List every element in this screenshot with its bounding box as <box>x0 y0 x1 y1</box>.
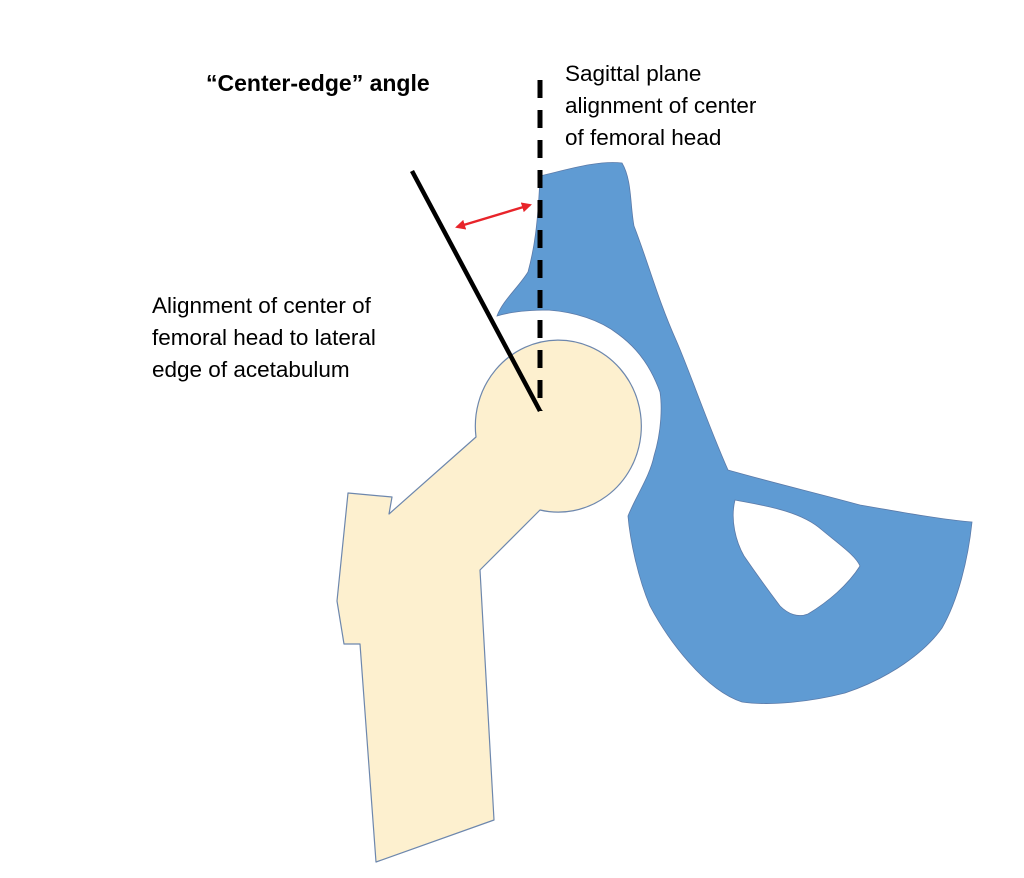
sagittal-plane-label: Sagittal plane alignment of center of fe… <box>565 58 756 154</box>
angle-arrow <box>455 202 532 230</box>
sagittal-label-line: alignment of center <box>565 93 757 118</box>
alignment-label-line: edge of acetabulum <box>152 357 350 382</box>
sagittal-label-line: of femoral head <box>565 125 722 150</box>
pelvis-bone <box>496 162 973 704</box>
sagittal-label-line: Sagittal plane <box>565 61 702 86</box>
femur-bone <box>336 339 642 863</box>
diagram-title: “Center-edge” angle <box>206 67 430 99</box>
diagram-title-text: “Center-edge” angle <box>206 70 430 96</box>
alignment-line-label: Alignment of center of femoral head to l… <box>152 290 376 386</box>
alignment-label-line: femoral head to lateral <box>152 325 376 350</box>
alignment-line <box>410 169 542 413</box>
alignment-label-line: Alignment of center of <box>152 293 371 318</box>
